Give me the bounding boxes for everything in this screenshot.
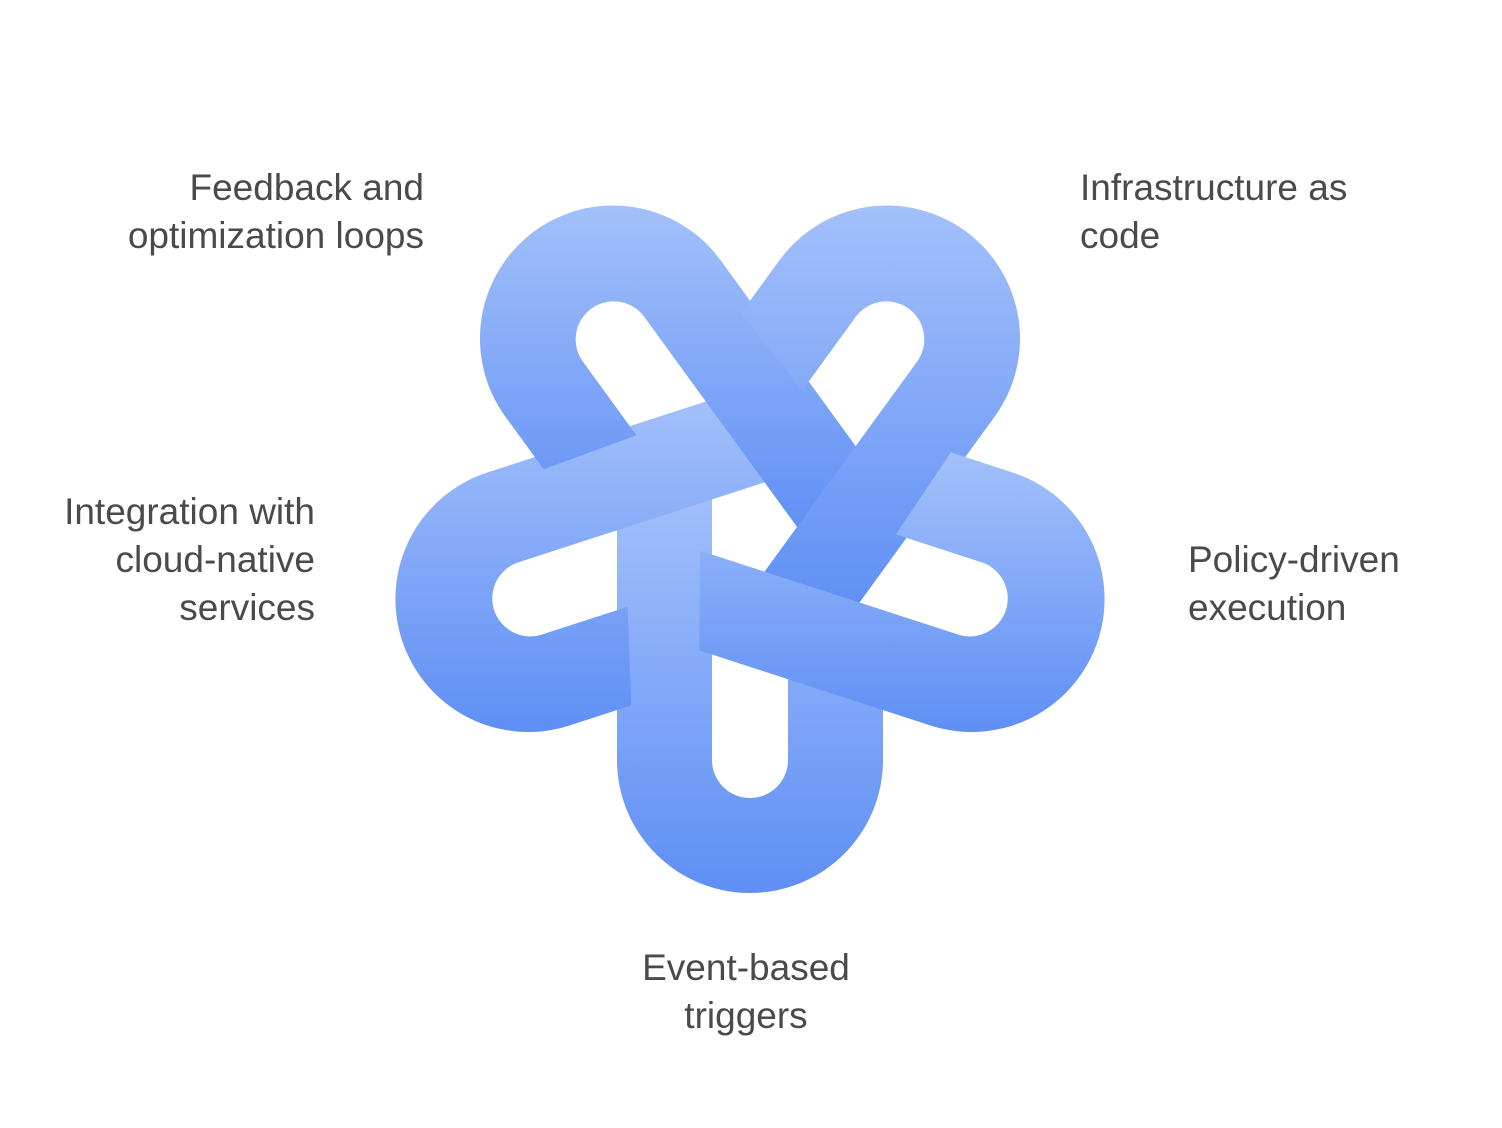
label-policy-driven-execution: Policy-driven execution bbox=[1188, 536, 1400, 632]
label-feedback-and-optimization-loops: Feedback and optimization loops bbox=[128, 164, 424, 260]
hook-policy-driven-execution bbox=[699, 452, 1105, 732]
label-line: services bbox=[179, 587, 315, 628]
label-line: Integration with bbox=[64, 491, 315, 532]
label-infrastructure-as-code: Infrastructure as code bbox=[1080, 164, 1347, 260]
label-line: Feedback and bbox=[189, 167, 424, 208]
label-event-based-triggers: Event-based triggers bbox=[642, 944, 850, 1040]
label-line: optimization loops bbox=[127, 215, 424, 256]
hook-event-based-triggers bbox=[617, 487, 883, 893]
label-line: Policy-driven bbox=[1188, 539, 1400, 580]
label-line: Event-based bbox=[642, 947, 850, 988]
label-line: triggers bbox=[684, 995, 808, 1036]
hook-feedback-and-optimization-loops bbox=[479, 205, 864, 537]
label-line: cloud-native bbox=[115, 539, 315, 580]
label-line: Infrastructure as bbox=[1080, 167, 1348, 208]
hook-infrastructure-as-code bbox=[741, 205, 1020, 614]
label-line: execution bbox=[1188, 587, 1347, 628]
label-integration-with-cloud-native-services: Integration with cloud-native services bbox=[64, 488, 315, 632]
label-line: code bbox=[1080, 215, 1161, 256]
hook-integration-with-cloud-native-services bbox=[395, 397, 777, 732]
